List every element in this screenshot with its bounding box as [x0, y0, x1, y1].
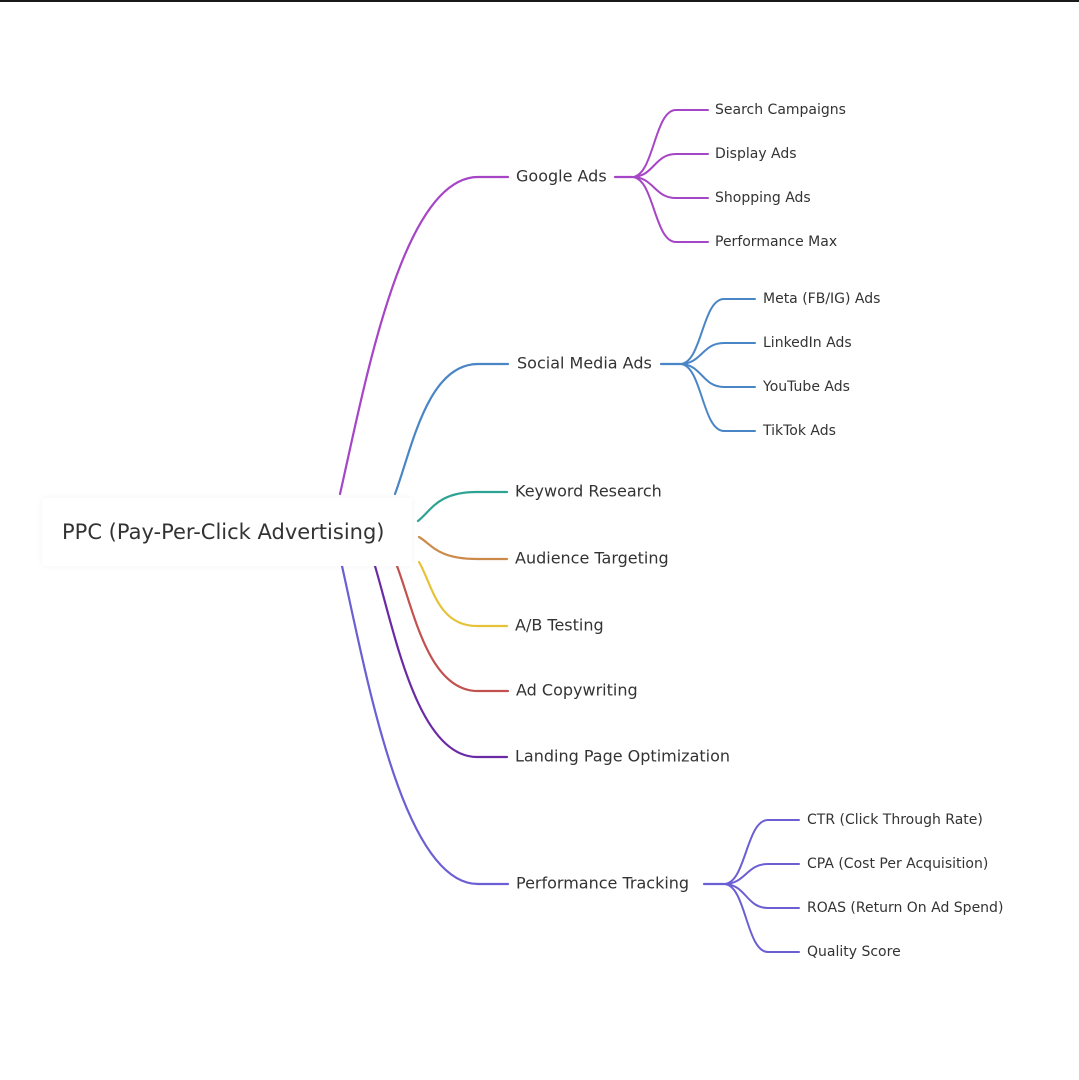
branch-landing-page-optimization-label[interactable]: Landing Page Optimization [515, 747, 730, 766]
leaf-performance-tracking-3[interactable]: Quality Score [807, 944, 901, 960]
edge-root-to-performance-tracking [340, 564, 510, 886]
edge-performance-tracking-leaf-2 [723, 883, 800, 909]
leaf-social-media-ads-0[interactable]: Meta (FB/IG) Ads [763, 291, 880, 307]
edge-google-ads-leaf-1 [631, 153, 709, 178]
leaf-performance-tracking-2[interactable]: ROAS (Return On Ad Spend) [807, 900, 1003, 916]
leaf-social-media-ads-3[interactable]: TikTok Ads [762, 423, 836, 439]
leaf-social-media-ads-1[interactable]: LinkedIn Ads [763, 335, 852, 351]
top-border [0, 0, 1079, 2]
edge-root-to-audience-targeting [417, 535, 509, 561]
leaf-performance-tracking-0[interactable]: CTR (Click Through Rate) [807, 812, 983, 828]
branch-ab-testing-label[interactable]: A/B Testing [515, 616, 604, 635]
edges [338, 109, 800, 953]
leaf-performance-tracking-1[interactable]: CPA (Cost Per Acquisition) [807, 856, 988, 872]
edge-social-media-ads-leaf-2 [679, 363, 756, 388]
leaf-google-ads-0[interactable]: Search Campaigns [715, 102, 846, 118]
branch-ad-copywriting-label[interactable]: Ad Copywriting [516, 681, 638, 700]
edge-social-media-ads-leaf-3 [679, 363, 756, 432]
leaf-google-ads-2[interactable]: Shopping Ads [715, 190, 811, 206]
edge-google-ads-leaf-3 [631, 176, 709, 243]
edge-google-ads-leaf-2 [631, 176, 709, 199]
edge-social-media-ads-leaf-1 [679, 342, 756, 365]
branch-social-media-ads-label[interactable]: Social Media Ads [517, 354, 652, 373]
edge-google-ads-leaf-0 [631, 109, 709, 178]
edge-root-to-ad-copywriting [395, 564, 510, 693]
branch-performance-tracking-label[interactable]: Performance Tracking [516, 874, 689, 893]
edge-social-media-ads-leaf-0 [679, 298, 756, 365]
leaf-google-ads-3[interactable]: Performance Max [715, 234, 837, 250]
edge-performance-tracking-leaf-3 [723, 883, 800, 953]
edge-root-to-landing-page-optimization [373, 564, 509, 759]
leaf-social-media-ads-2[interactable]: YouTube Ads [762, 379, 850, 395]
leaf-google-ads-1[interactable]: Display Ads [715, 146, 797, 162]
edge-performance-tracking-leaf-1 [723, 863, 800, 885]
edge-root-to-social-media-ads [393, 362, 510, 496]
root-node-box [42, 498, 412, 566]
edge-root-to-google-ads [338, 175, 510, 496]
branch-google-ads-label[interactable]: Google Ads [516, 167, 607, 186]
branch-keyword-research-label[interactable]: Keyword Research [515, 482, 662, 501]
branch-audience-targeting-label[interactable]: Audience Targeting [515, 549, 669, 568]
edge-performance-tracking-leaf-0 [723, 819, 800, 885]
edge-root-to-ab-testing [417, 560, 509, 628]
edge-root-to-keyword-research [416, 490, 509, 523]
